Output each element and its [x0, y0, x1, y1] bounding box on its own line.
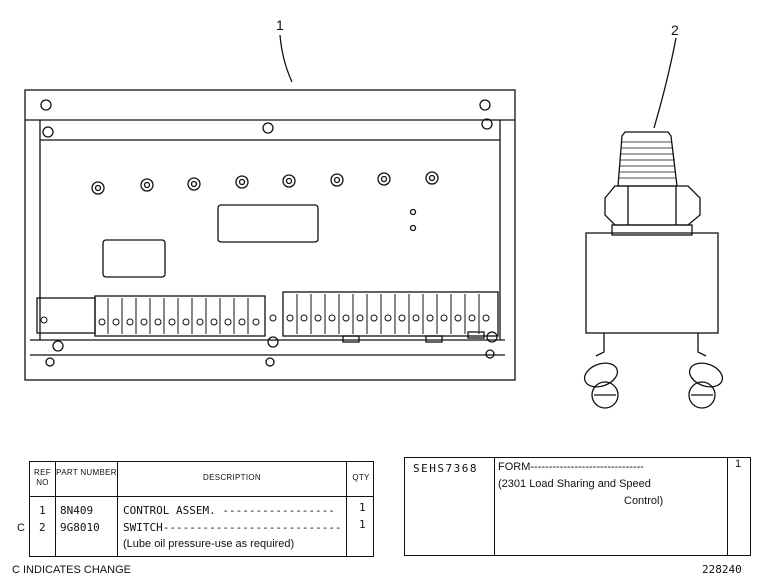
form-label: FORM-------------------------------: [498, 461, 644, 473]
change-legend: C INDICATES CHANGE: [12, 564, 131, 576]
form-reference-box: SEHS7368 FORM---------------------------…: [404, 457, 751, 556]
control-assembly-drawing: [24, 34, 516, 381]
row1-ref: 1: [39, 504, 46, 517]
row1-qty: 1: [359, 501, 366, 514]
callout-2: 2: [671, 22, 679, 38]
header-description: DESCRIPTION: [203, 473, 261, 482]
row2-note: (Lube oil pressure-use as required): [123, 538, 295, 550]
callout-1: 1: [276, 17, 284, 33]
parts-illustration: 1 2: [24, 17, 724, 409]
form-title-line2: (2301 Load Sharing and Speed: [498, 478, 651, 490]
pressure-switch-drawing: [583, 37, 724, 409]
row2-qty: 1: [359, 518, 366, 531]
row2-description: SWITCH---------------------------: [123, 521, 342, 534]
row1-part-number: 8N409: [60, 504, 94, 517]
header-ref-no: REF NO: [34, 468, 51, 487]
form-qty: 1: [735, 458, 742, 470]
row2-ref: 2: [39, 521, 46, 534]
header-part-number: PART NUMBER: [56, 468, 117, 477]
parts-list-table: REF NO PART NUMBER DESCRIPTION QTY 1 8N4…: [29, 461, 374, 557]
row2-part-number: 9G8010: [60, 521, 100, 534]
form-code: SEHS7368: [413, 462, 478, 475]
row1-description: CONTROL ASSEM. -----------------: [123, 504, 335, 517]
form-title-line3: Control): [624, 495, 664, 507]
header-qty: QTY: [352, 473, 370, 482]
row2-change-marker: C: [17, 522, 25, 534]
figure-number: 228240: [702, 563, 742, 576]
